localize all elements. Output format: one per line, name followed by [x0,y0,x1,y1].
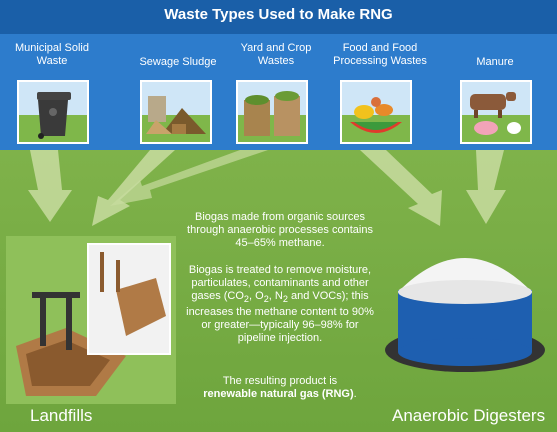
trash-bin-icon [17,80,89,144]
landfill-illustration [6,236,176,404]
paragraph-biogas-treatment-part-c: , N [268,290,283,302]
co2-subscript: 2 [243,294,250,305]
o2-subscript: 2 [263,294,269,305]
flow-arrows [28,150,506,226]
category-label-manure: Manure [476,56,514,68]
paragraph-biogas-treatment: Biogas is treated to remove moisture, pa… [186,264,374,345]
food-waste-icon [340,80,412,144]
category-label-food-wastes: Food and Food Processing Wastes [333,42,427,67]
paragraph-rng-result-part-a: The resulting product is [222,375,338,387]
rng-term: renewable natural gas (RNG) [203,388,354,400]
paragraph-rng-result-part-c: . [353,388,357,400]
category-label-sewage-sludge: Sewage Sludge [139,56,217,68]
diagram-title: Waste Types Used to Make RNG [164,6,393,23]
category-label-yard-and-crop-wastes: Yard and Crop Wastes [240,42,312,67]
paragraph-rng-result: The resulting product is renewable natur… [186,375,374,401]
landfills-label: Landfills [30,406,93,425]
livestock-icon [460,80,532,144]
anaerobic-digester-illustration [385,258,545,372]
paragraph-biogas-treatment-part-b: , O [249,290,264,302]
paragraph-biogas-treatment-part-d: and VOCs); this increases the methane co… [186,290,374,345]
title-bar [0,0,557,34]
anaerobic-digesters-label: Anaerobic Digesters [392,406,546,425]
yard-waste-bags-icon [236,80,308,144]
paragraph-biogas-source: Biogas made from organic sources through… [187,211,373,249]
sludge-piles-icon [140,80,212,144]
category-label-municipal-solid-waste: Municipal Solid Waste [15,42,89,67]
n2-subscript: 2 [282,294,288,305]
paragraph-biogas-treatment-part-a: Biogas is treated to remove moisture, pa… [188,264,372,302]
